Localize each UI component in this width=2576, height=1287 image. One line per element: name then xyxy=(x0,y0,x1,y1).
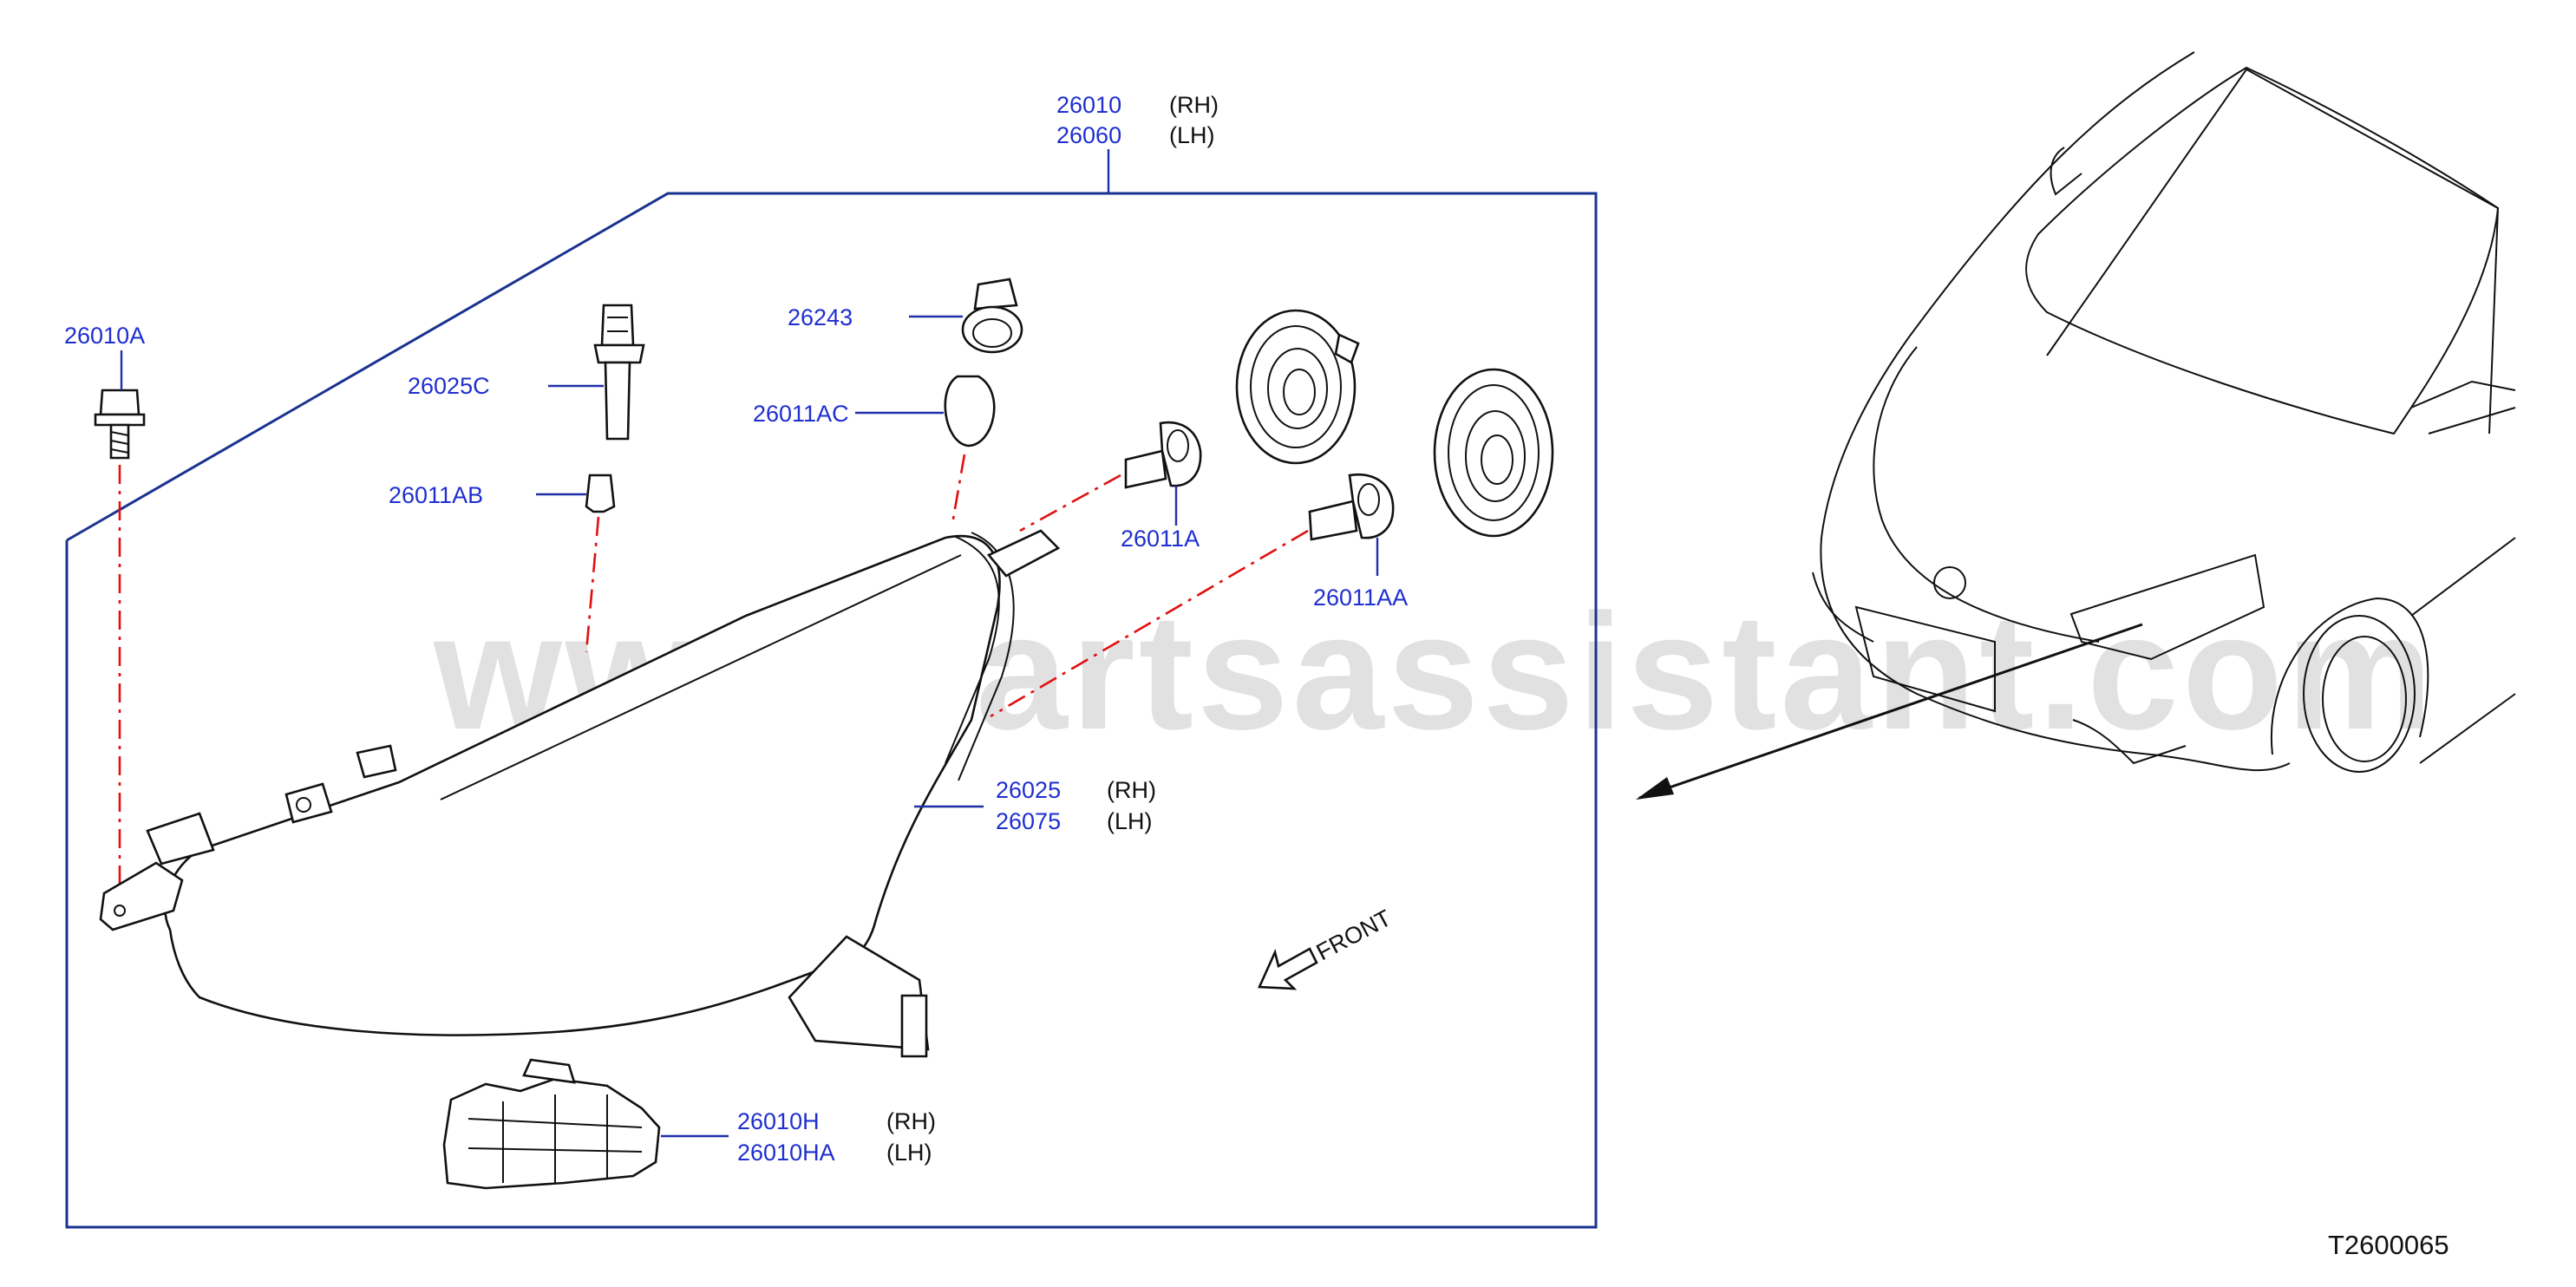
assembly-rh-side: (RH) xyxy=(1169,92,1219,118)
module-rh-number[interactable]: 26010H xyxy=(737,1108,820,1134)
front-label: FRONT xyxy=(1312,905,1396,965)
socket-part xyxy=(593,304,645,441)
headlamp-housing-part xyxy=(99,529,1061,1058)
housing-lh-number[interactable]: 26075 xyxy=(996,808,1061,834)
housing-label: 26025 26075 (RH) (LH) xyxy=(996,777,1156,834)
direction-arrowhead-icon xyxy=(1636,777,1674,800)
housing-rh-side: (RH) xyxy=(1107,777,1156,803)
bulb-amber-part xyxy=(944,375,996,448)
module-rh-side: (RH) xyxy=(886,1108,936,1134)
housing-rh-number[interactable]: 26025 xyxy=(996,777,1061,803)
bulb-low-beam-part xyxy=(1124,421,1202,489)
part-label-26025C[interactable]: 26025C xyxy=(408,373,490,399)
bulb-socket-top-part xyxy=(961,278,1023,354)
part-label-26011A[interactable]: 26011A xyxy=(1121,526,1200,552)
diagram-reference-number: T2600065 xyxy=(2328,1230,2449,1260)
assembly-lh-number[interactable]: 26060 xyxy=(1056,122,1121,148)
direction-arrow xyxy=(1638,623,2143,800)
part-label-26010A[interactable]: 26010A xyxy=(64,323,145,349)
assembly-lh-side: (LH) xyxy=(1169,122,1215,148)
assembly-rh-number[interactable]: 26010 xyxy=(1056,92,1121,118)
module-label: 26010H 26010HA (RH) (LH) xyxy=(737,1108,936,1166)
bolt-part xyxy=(94,389,146,460)
part-label-26243[interactable]: 26243 xyxy=(788,304,853,330)
bulb-small-part xyxy=(585,474,616,513)
assembly-label: 26010 26060 (RH) (LH) xyxy=(1056,92,1219,148)
assembly-frame xyxy=(65,192,1598,1229)
part-label-26011AC[interactable]: 26011AC xyxy=(753,401,849,427)
bulb-high-beam-part xyxy=(1308,473,1395,541)
module-lh-side: (LH) xyxy=(886,1140,932,1166)
front-arrow-icon xyxy=(1258,947,1318,990)
module-part xyxy=(442,1058,661,1190)
part-label-26011AA[interactable]: 26011AA xyxy=(1313,585,1408,611)
part-label-26011AB[interactable]: 26011AB xyxy=(389,482,483,508)
housing-lh-side: (LH) xyxy=(1107,808,1153,834)
dust-cap-low-part xyxy=(1235,309,1360,465)
car-outline xyxy=(1812,51,2516,773)
module-lh-number[interactable]: 26010HA xyxy=(737,1140,835,1166)
dust-cap-high-part xyxy=(1433,368,1554,538)
